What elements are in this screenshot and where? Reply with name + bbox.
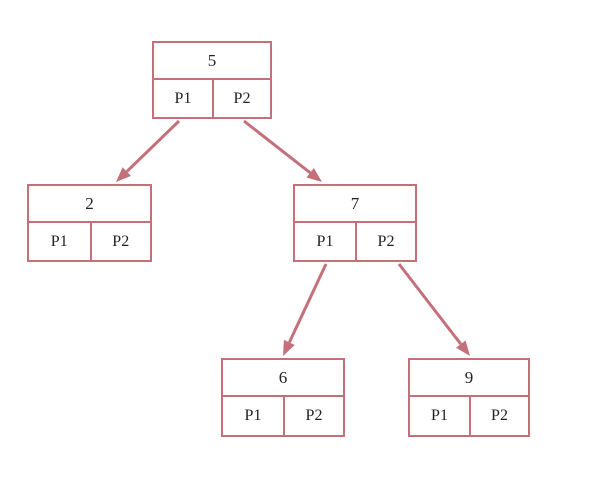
node-pointer-row-9: P1 P2 (410, 397, 528, 435)
edge-5-to-7 (243, 119, 322, 182)
edge-7-to-9 (397, 263, 470, 356)
node-7-left-pointer-cell[interactable]: P1 (316, 232, 334, 250)
edge-7-to-9-shaft (397, 263, 463, 346)
edge-7-to-6-arrowhead-icon (283, 339, 295, 356)
node-value-5: 5 (154, 43, 270, 80)
node-7-right-pointer-cell[interactable]: P2 (355, 223, 415, 260)
node-value-6: 6 (223, 360, 343, 397)
node-pointer-row-7: P1 P2 (295, 223, 415, 260)
node-2-right-pointer-cell[interactable]: P2 (89, 223, 151, 260)
node-value-7: 7 (295, 186, 415, 223)
node-pointer-row-6: P1 P2 (223, 397, 343, 435)
edge-7-to-9-arrowhead-icon (456, 340, 470, 356)
edge-5-to-7-shaft (243, 119, 312, 174)
node-2-left-pointer-cell[interactable]: P1 (50, 232, 68, 250)
node-value-2: 2 (29, 186, 150, 223)
node-9-left-pointer-cell[interactable]: P1 (431, 407, 448, 424)
edge-5-to-2-arrowhead-icon (116, 167, 131, 182)
node-5-right-pointer-cell[interactable]: P2 (212, 80, 270, 117)
edge-7-to-6 (283, 263, 328, 356)
node-6-right-pointer-cell[interactable]: P2 (283, 397, 343, 435)
edge-5-to-2 (116, 119, 181, 182)
node-value-9: 9 (410, 360, 528, 397)
node-6-left-pointer-cell[interactable]: P1 (244, 407, 262, 424)
node-pointer-row-2: P1 P2 (29, 223, 150, 260)
node-pointer-row-5: P1 P2 (154, 80, 270, 117)
edge-5-to-7-arrowhead-icon (306, 168, 322, 182)
node-5-left-pointer-cell[interactable]: P1 (174, 89, 192, 107)
edge-5-to-2-shaft (125, 119, 181, 173)
node-9-right-pointer-cell[interactable]: P2 (469, 397, 528, 435)
edge-7-to-6-shaft (287, 263, 328, 344)
